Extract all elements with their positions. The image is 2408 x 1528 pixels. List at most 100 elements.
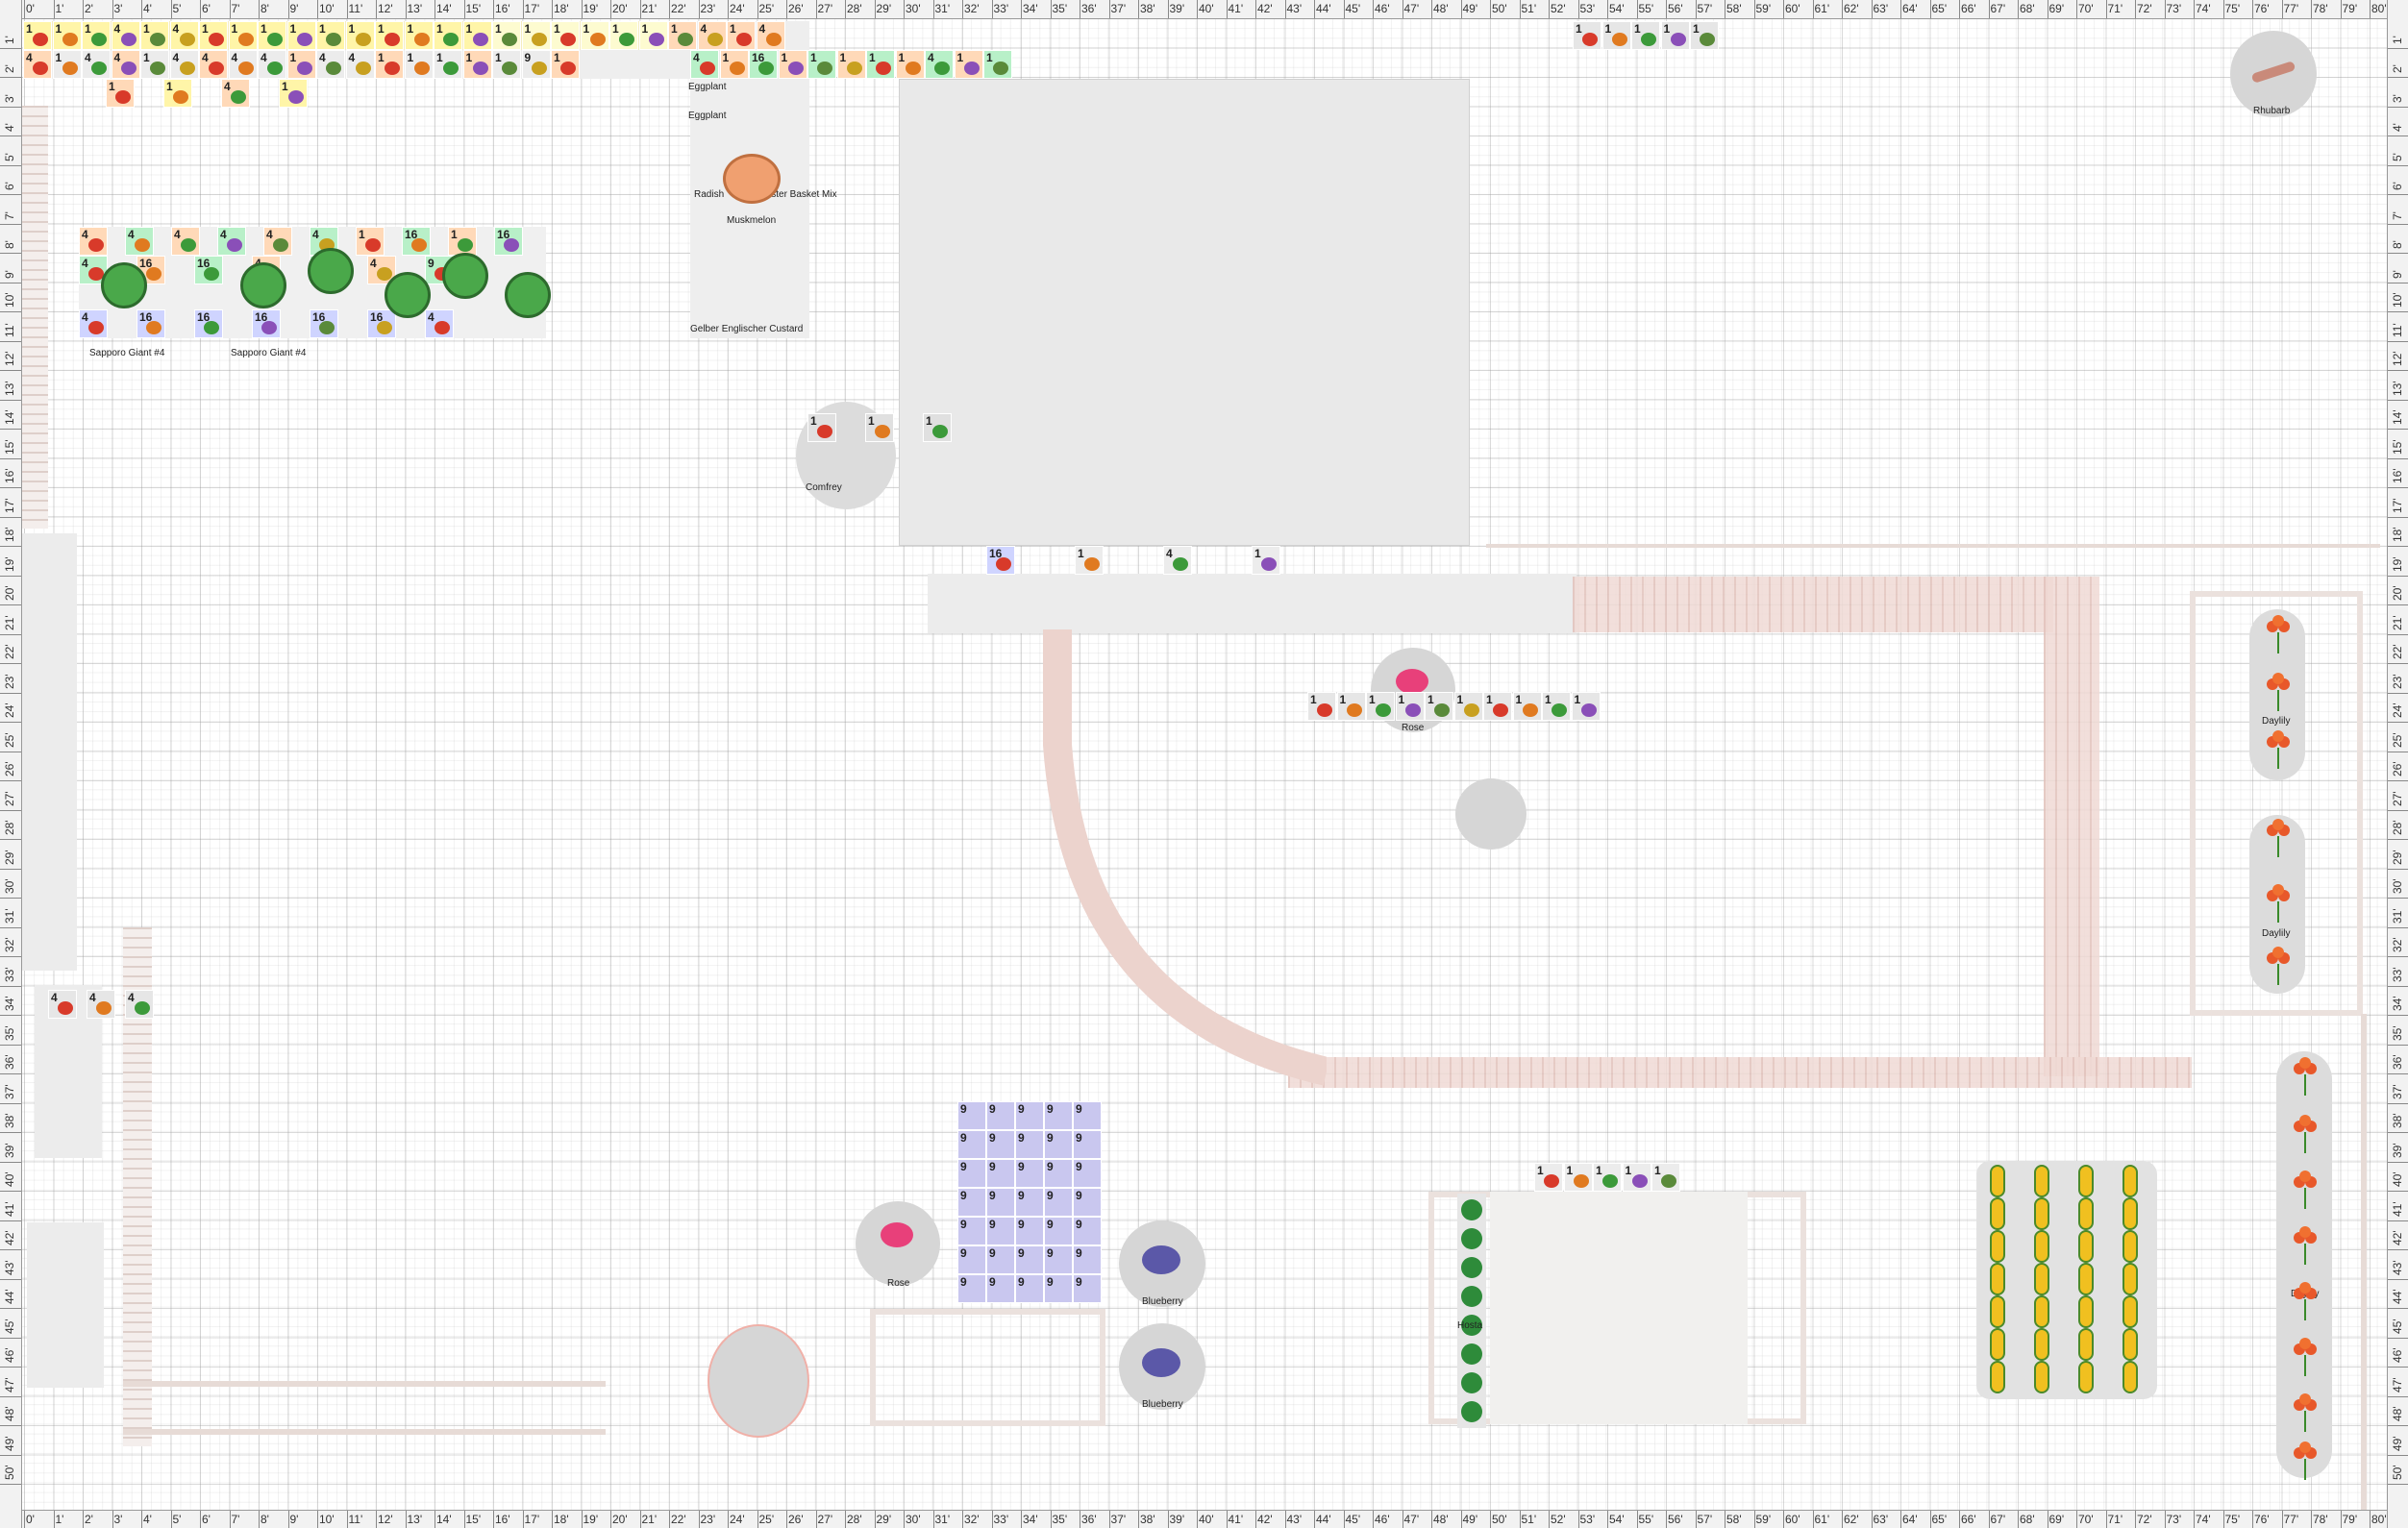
plant-cell[interactable]: 16 [494, 227, 523, 256]
plant-cell[interactable]: 1 [865, 413, 894, 442]
plant-cell[interactable]: 1 [1563, 1163, 1593, 1192]
building[interactable] [899, 79, 1470, 546]
plant-cell[interactable]: 1 [434, 50, 462, 79]
plant-cell[interactable]: 16 [310, 309, 338, 338]
plant-cell[interactable]: 1 [1075, 546, 1104, 575]
lavender-cell[interactable]: 9 [957, 1217, 986, 1245]
plant-cell[interactable]: 1 [1660, 21, 1690, 50]
plant-cell[interactable]: 4 [23, 50, 52, 79]
plant-cell[interactable]: 4 [125, 990, 154, 1019]
plant-cell[interactable]: 4 [169, 50, 199, 79]
plant-cell[interactable]: 1 [1601, 21, 1631, 50]
pond-circle[interactable] [708, 1324, 809, 1438]
plant-cell[interactable]: 1 [1453, 692, 1483, 721]
plant-cell[interactable]: 1 [1593, 1163, 1622, 1192]
empty-circle[interactable] [1455, 778, 1527, 850]
brick-path-bottom[interactable] [1288, 1057, 2192, 1088]
plant-cell[interactable]: 1 [954, 50, 983, 79]
plant-cell[interactable]: 1 [1307, 692, 1336, 721]
lavender-cell[interactable]: 9 [957, 1274, 986, 1303]
plant-cell[interactable]: 16 [367, 309, 396, 338]
plant-cell[interactable]: 1 [1631, 21, 1660, 50]
patio-path[interactable] [928, 574, 1576, 633]
lavender-cell[interactable]: 9 [1044, 1274, 1073, 1303]
brick-path-top[interactable] [1573, 577, 2053, 632]
plant-cell[interactable]: 1 [286, 21, 316, 50]
plant-cell[interactable]: 4 [48, 990, 77, 1019]
plant-cell[interactable]: 1 [448, 227, 477, 256]
lavender-cell[interactable]: 9 [1015, 1217, 1044, 1245]
plant-cell[interactable]: 4 [345, 50, 375, 79]
plant-cell[interactable]: 1 [1252, 546, 1280, 575]
plant-cell[interactable]: 4 [125, 227, 154, 256]
hosta-column[interactable] [1457, 1194, 1486, 1428]
lavender-cell[interactable]: 9 [1073, 1101, 1102, 1130]
plant-cell[interactable]: 4 [111, 21, 140, 50]
plant-cell[interactable]: 1 [1483, 692, 1512, 721]
lavender-cell[interactable]: 9 [986, 1245, 1015, 1274]
plant-cell[interactable]: 4 [1163, 546, 1192, 575]
plant-cell[interactable]: 1 [1542, 692, 1571, 721]
lavender-cell[interactable]: 9 [1015, 1245, 1044, 1274]
plant-cell[interactable]: 4 [82, 50, 111, 79]
plant-cell[interactable]: 4 [79, 227, 108, 256]
plant-cell[interactable]: 4 [258, 50, 286, 79]
plant-cell[interactable]: 1 [462, 50, 492, 79]
left-gray-strip[interactable] [21, 533, 77, 971]
lavender-cell[interactable]: 9 [1073, 1159, 1102, 1188]
plant-cell[interactable]: 1 [727, 21, 756, 50]
lavender-cell[interactable]: 9 [957, 1130, 986, 1159]
fence-line-top[interactable] [1486, 544, 2380, 548]
plant-cell[interactable]: 1 [375, 50, 404, 79]
plant-cell[interactable]: 4 [316, 50, 345, 79]
plant-cell[interactable]: 1 [521, 21, 551, 50]
raised-bed-frame-1[interactable] [870, 1309, 1105, 1426]
plant-cell[interactable]: 4 [169, 21, 199, 50]
lavender-cell[interactable]: 9 [1044, 1245, 1073, 1274]
lavender-cell[interactable]: 9 [1073, 1274, 1102, 1303]
lavender-cell[interactable]: 9 [1015, 1188, 1044, 1217]
plant-cell[interactable]: 1 [199, 21, 228, 50]
plant-cell[interactable]: 1 [1534, 1163, 1563, 1192]
left-box-2[interactable] [27, 1222, 104, 1388]
brick-path-right[interactable] [2044, 577, 2099, 1076]
ladder-fence[interactable] [123, 1369, 606, 1444]
plant-cell[interactable]: 1 [404, 50, 434, 79]
lavender-cell[interactable]: 9 [957, 1159, 986, 1188]
plant-cell[interactable]: 4 [79, 309, 108, 338]
lavender-cell[interactable]: 9 [1015, 1159, 1044, 1188]
plant-cell[interactable]: 4 [756, 21, 785, 50]
plant-cell[interactable]: 1 [228, 21, 258, 50]
plant-cell[interactable]: 1 [375, 21, 404, 50]
plant-cell[interactable]: 1 [638, 21, 668, 50]
plant-cell[interactable]: 4 [87, 990, 115, 1019]
lavender-cell[interactable]: 9 [1044, 1130, 1073, 1159]
daylily-fence-right[interactable] [2361, 1014, 2367, 1514]
plant-cell[interactable]: 1 [52, 50, 82, 79]
corn-bed[interactable] [1976, 1161, 2157, 1399]
plant-cell[interactable]: 1 [492, 21, 521, 50]
plant-cell[interactable]: 1 [1366, 692, 1395, 721]
plant-cell[interactable]: 4 [171, 227, 200, 256]
plant-cell[interactable]: 4 [925, 50, 954, 79]
lavender-cell[interactable]: 9 [1073, 1188, 1102, 1217]
plant-cell[interactable]: 4 [221, 79, 250, 108]
plant-cell[interactable]: 16 [252, 309, 281, 338]
lavender-cell[interactable]: 9 [957, 1101, 986, 1130]
plant-cell[interactable]: 1 [1622, 1163, 1651, 1192]
plant-cell[interactable]: 4 [263, 227, 292, 256]
plant-cell[interactable]: 1 [23, 21, 52, 50]
lavender-cell[interactable]: 9 [1044, 1217, 1073, 1245]
plant-cell[interactable]: 4 [697, 21, 727, 50]
plant-cell[interactable]: 1 [140, 21, 169, 50]
plant-cell[interactable]: 16 [402, 227, 431, 256]
plant-cell[interactable]: 1 [807, 50, 836, 79]
plant-cell[interactable]: 1 [492, 50, 521, 79]
plant-cell[interactable]: 1 [580, 21, 609, 50]
lavender-cell[interactable]: 9 [986, 1188, 1015, 1217]
plant-cell[interactable]: 1 [551, 50, 580, 79]
plant-cell[interactable]: 1 [895, 50, 925, 79]
lavender-cell[interactable]: 9 [957, 1245, 986, 1274]
left-path-strip[interactable] [21, 106, 48, 529]
